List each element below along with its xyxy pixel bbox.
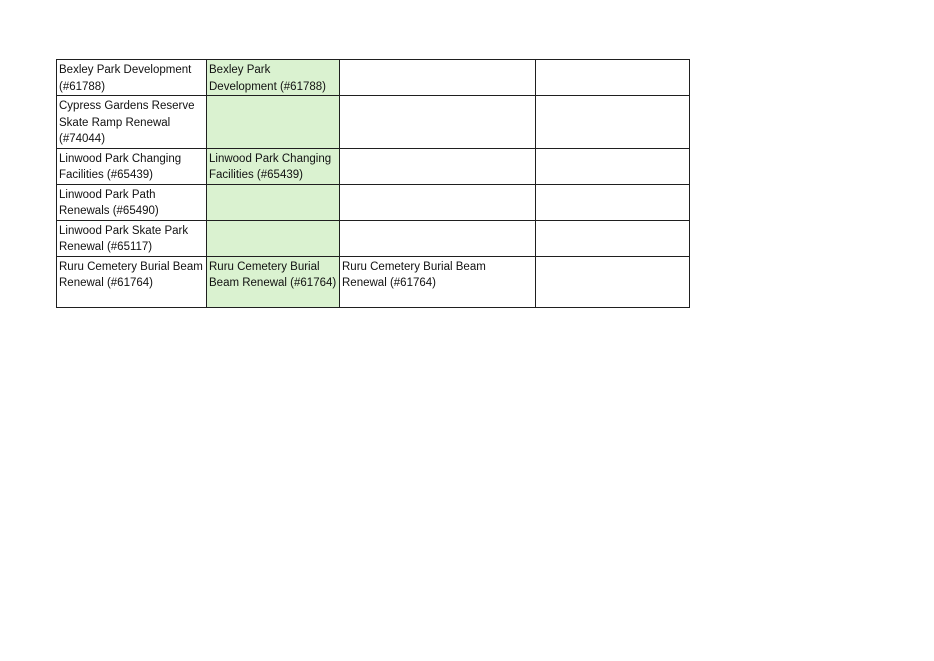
table-cell[interactable] — [535, 59, 690, 96]
table-cell[interactable] — [339, 95, 536, 149]
table-cell[interactable]: Bexley Park Development (#61788) — [56, 59, 207, 96]
table-cell[interactable] — [535, 219, 690, 257]
table-row: Bexley Park Development (#61788) Bexley … — [56, 59, 690, 96]
table-cell[interactable]: Ruru Cemetery Burial Beam Renewal (#6176… — [206, 255, 340, 308]
table-cell[interactable] — [339, 219, 536, 257]
table-cell[interactable] — [535, 183, 690, 221]
table-cell[interactable]: Linwood Park Skate Park Renewal (#65117) — [56, 219, 207, 257]
table-row: Ruru Cemetery Burial Beam Renewal (#6176… — [56, 255, 690, 308]
table-cell[interactable]: Ruru Cemetery Burial Beam Renewal (#6176… — [339, 255, 536, 308]
table-cell[interactable]: Linwood Park Changing Facilities (#65439… — [206, 147, 340, 185]
table-cell[interactable] — [535, 147, 690, 185]
table-cell[interactable]: Bexley Park Development (#61788) — [206, 59, 340, 96]
table-cell[interactable] — [535, 255, 690, 308]
table-cell[interactable]: Linwood Park Changing Facilities (#65439… — [56, 147, 207, 185]
table-cell[interactable] — [339, 147, 536, 185]
table-row: Linwood Park Path Renewals (#65490) — [56, 183, 690, 221]
table-row: Cypress Gardens Reserve Skate Ramp Renew… — [56, 95, 690, 149]
table-cell[interactable]: Linwood Park Path Renewals (#65490) — [56, 183, 207, 221]
table-cell[interactable] — [206, 95, 340, 149]
table-cell[interactable]: Ruru Cemetery Burial Beam Renewal (#6176… — [56, 255, 207, 308]
table-cell[interactable] — [339, 183, 536, 221]
table-cell[interactable] — [339, 59, 536, 96]
table-row: Linwood Park Skate Park Renewal (#65117) — [56, 219, 690, 257]
table-cell[interactable] — [206, 219, 340, 257]
project-table: Bexley Park Development (#61788) Bexley … — [56, 59, 690, 308]
table-cell[interactable] — [206, 183, 340, 221]
table-cell[interactable]: Cypress Gardens Reserve Skate Ramp Renew… — [56, 95, 207, 149]
table-cell[interactable] — [535, 95, 690, 149]
table-row: Linwood Park Changing Facilities (#65439… — [56, 147, 690, 185]
